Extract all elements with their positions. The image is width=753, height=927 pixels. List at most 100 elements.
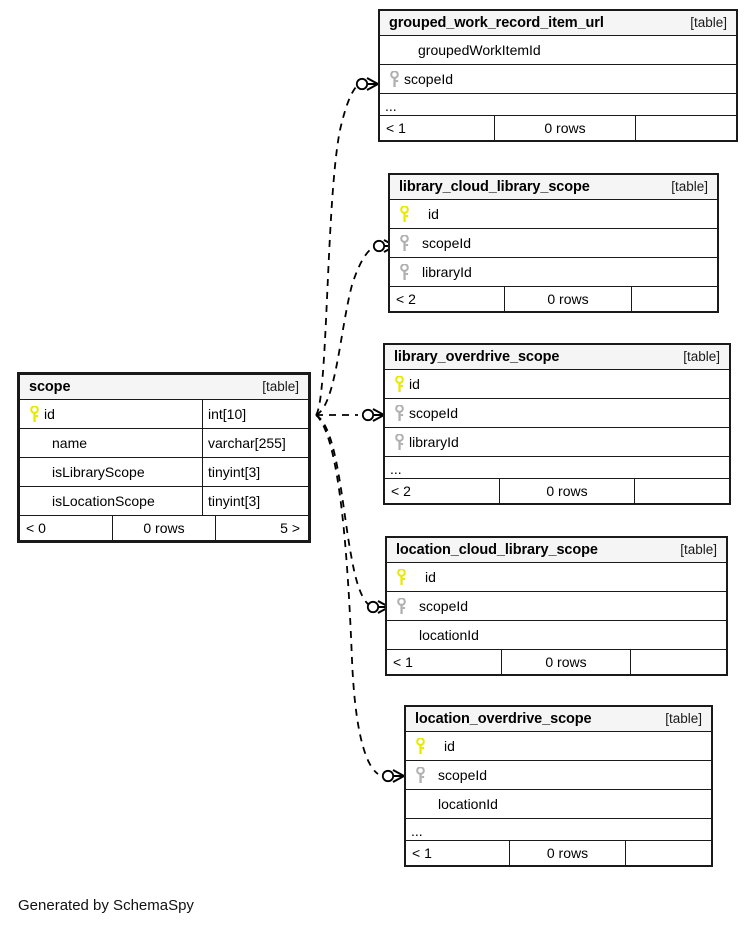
- column-name: libraryId: [422, 264, 472, 280]
- primary-key-icon: [396, 205, 412, 223]
- table-kind-label: [table]: [683, 349, 720, 364]
- column-name: id: [44, 406, 55, 422]
- edge-scope-to-location-cloud-library-scope: [315, 414, 370, 606]
- table-footer: < 1 0 rows: [387, 648, 726, 674]
- column-name: name: [52, 435, 88, 451]
- more-columns-indicator[interactable]: ...: [406, 819, 711, 841]
- table-title: library_cloud_library_scope: [399, 178, 590, 195]
- column-name: id: [425, 569, 436, 585]
- table-columns: id scopeId locationId < 1 0 row: [387, 563, 726, 674]
- table-node-grouped-work-record-item-url[interactable]: grouped_work_record_item_url [table] gro…: [378, 9, 738, 142]
- footer-parent-count[interactable]: < 1: [412, 844, 432, 861]
- table-title: grouped_work_record_item_url: [389, 14, 604, 31]
- table-row[interactable]: id: [385, 370, 729, 399]
- footer-parent-count[interactable]: < 2: [391, 482, 411, 499]
- table-row[interactable]: isLocationScope tinyint[3]: [20, 487, 308, 516]
- column-name-cell: id: [20, 400, 202, 428]
- table-title: location_overdrive_scope: [415, 710, 592, 727]
- table-row[interactable]: id: [390, 200, 717, 229]
- no-key-icon: [412, 795, 428, 813]
- table-footer: < 1 0 rows: [380, 114, 736, 140]
- table-header: location_overdrive_scope [table]: [406, 707, 711, 732]
- footer-row-count: 0 rows: [494, 115, 636, 140]
- more-columns-indicator[interactable]: ...: [380, 94, 736, 116]
- column-name: groupedWorkItemId: [418, 42, 541, 58]
- column-type: int[10]: [202, 400, 308, 428]
- column-name-cell: id: [387, 563, 726, 591]
- edge-crowfoot-marker: [392, 769, 405, 783]
- primary-key-icon: [393, 568, 409, 586]
- table-row[interactable]: id int[10]: [20, 400, 308, 429]
- table-row[interactable]: libraryId: [385, 428, 729, 457]
- footer-child-count[interactable]: [635, 479, 729, 503]
- footer-parent-count[interactable]: < 0: [26, 519, 46, 536]
- footer-row-count: 0 rows: [499, 478, 635, 503]
- column-name: scopeId: [422, 235, 472, 251]
- foreign-key-icon: [412, 766, 428, 784]
- no-key-icon: [393, 626, 409, 644]
- column-name: libraryId: [409, 434, 459, 450]
- diagram-caption: Generated by SchemaSpy: [18, 897, 194, 914]
- column-name: locationId: [419, 627, 479, 643]
- edge-scope-to-library-cloud-library-scope: [315, 246, 375, 416]
- edge-crowfoot-marker: [366, 77, 379, 91]
- edge-scope-to-location-overdrive-scope: [315, 414, 379, 775]
- table-kind-label: [table]: [262, 379, 299, 394]
- foreign-key-icon: [396, 263, 412, 281]
- table-footer: < 1 0 rows: [406, 839, 711, 865]
- table-node-library-cloud-library-scope[interactable]: library_cloud_library_scope [table] id s…: [388, 173, 719, 313]
- edge-endpoint-zero-marker: [355, 77, 369, 91]
- edge-endpoint-zero-marker: [366, 600, 380, 614]
- column-name-cell: locationId: [387, 621, 726, 649]
- table-row[interactable]: scopeId: [390, 229, 717, 258]
- foreign-key-icon: [386, 70, 402, 88]
- table-row[interactable]: scopeId: [380, 65, 736, 94]
- column-name: isLibraryScope: [52, 464, 145, 480]
- table-header: location_cloud_library_scope [table]: [387, 538, 726, 563]
- footer-parent-count[interactable]: < 1: [386, 119, 406, 136]
- table-node-library-overdrive-scope[interactable]: library_overdrive_scope [table] id scope…: [383, 343, 731, 505]
- table-row[interactable]: id: [387, 563, 726, 592]
- foreign-key-icon: [393, 597, 409, 615]
- column-type: tinyint[3]: [202, 458, 308, 486]
- footer-row-count: 0 rows: [112, 515, 216, 540]
- table-node-scope[interactable]: scope [table] id int[10] name varchar[25…: [17, 372, 311, 543]
- footer-child-count[interactable]: [632, 287, 717, 311]
- table-row[interactable]: groupedWorkItemId: [380, 36, 736, 65]
- table-row[interactable]: scopeId: [387, 592, 726, 621]
- table-row[interactable]: name varchar[255]: [20, 429, 308, 458]
- footer-child-count[interactable]: 5 >: [280, 519, 300, 536]
- footer-child-count[interactable]: [631, 650, 726, 674]
- table-columns: groupedWorkItemId scopeId ... < 1 0 rows: [380, 36, 736, 140]
- table-row[interactable]: locationId: [406, 790, 711, 819]
- footer-parent-count[interactable]: < 2: [396, 290, 416, 307]
- column-name-cell: scopeId: [390, 229, 717, 257]
- table-row[interactable]: libraryId: [390, 258, 717, 287]
- column-name: locationId: [438, 796, 498, 812]
- table-footer: < 2 0 rows: [385, 477, 729, 503]
- table-row[interactable]: scopeId: [406, 761, 711, 790]
- table-node-location-cloud-library-scope[interactable]: location_cloud_library_scope [table] id …: [385, 536, 728, 676]
- footer-parent-count[interactable]: < 1: [393, 653, 413, 670]
- column-name: scopeId: [438, 767, 488, 783]
- table-title: library_overdrive_scope: [394, 348, 560, 365]
- more-columns-indicator[interactable]: ...: [385, 457, 729, 479]
- primary-key-icon: [412, 737, 428, 755]
- table-node-location-overdrive-scope[interactable]: location_overdrive_scope [table] id scop…: [404, 705, 713, 867]
- table-row[interactable]: isLibraryScope tinyint[3]: [20, 458, 308, 487]
- table-kind-label: [table]: [690, 15, 727, 30]
- column-name-cell: id: [406, 732, 711, 760]
- table-header: library_cloud_library_scope [table]: [390, 175, 717, 200]
- table-columns: id scopeId locationId ... < 1: [406, 732, 711, 865]
- footer-child-count[interactable]: [626, 841, 711, 865]
- column-name-cell: id: [385, 370, 729, 398]
- column-name: scopeId: [409, 405, 459, 421]
- table-row[interactable]: id: [406, 732, 711, 761]
- footer-child-count[interactable]: [636, 116, 736, 140]
- table-header: grouped_work_record_item_url [table]: [380, 11, 736, 36]
- column-name-cell: libraryId: [390, 258, 717, 286]
- edge-endpoint-zero-marker: [372, 239, 386, 253]
- table-row[interactable]: locationId: [387, 621, 726, 650]
- table-row[interactable]: scopeId: [385, 399, 729, 428]
